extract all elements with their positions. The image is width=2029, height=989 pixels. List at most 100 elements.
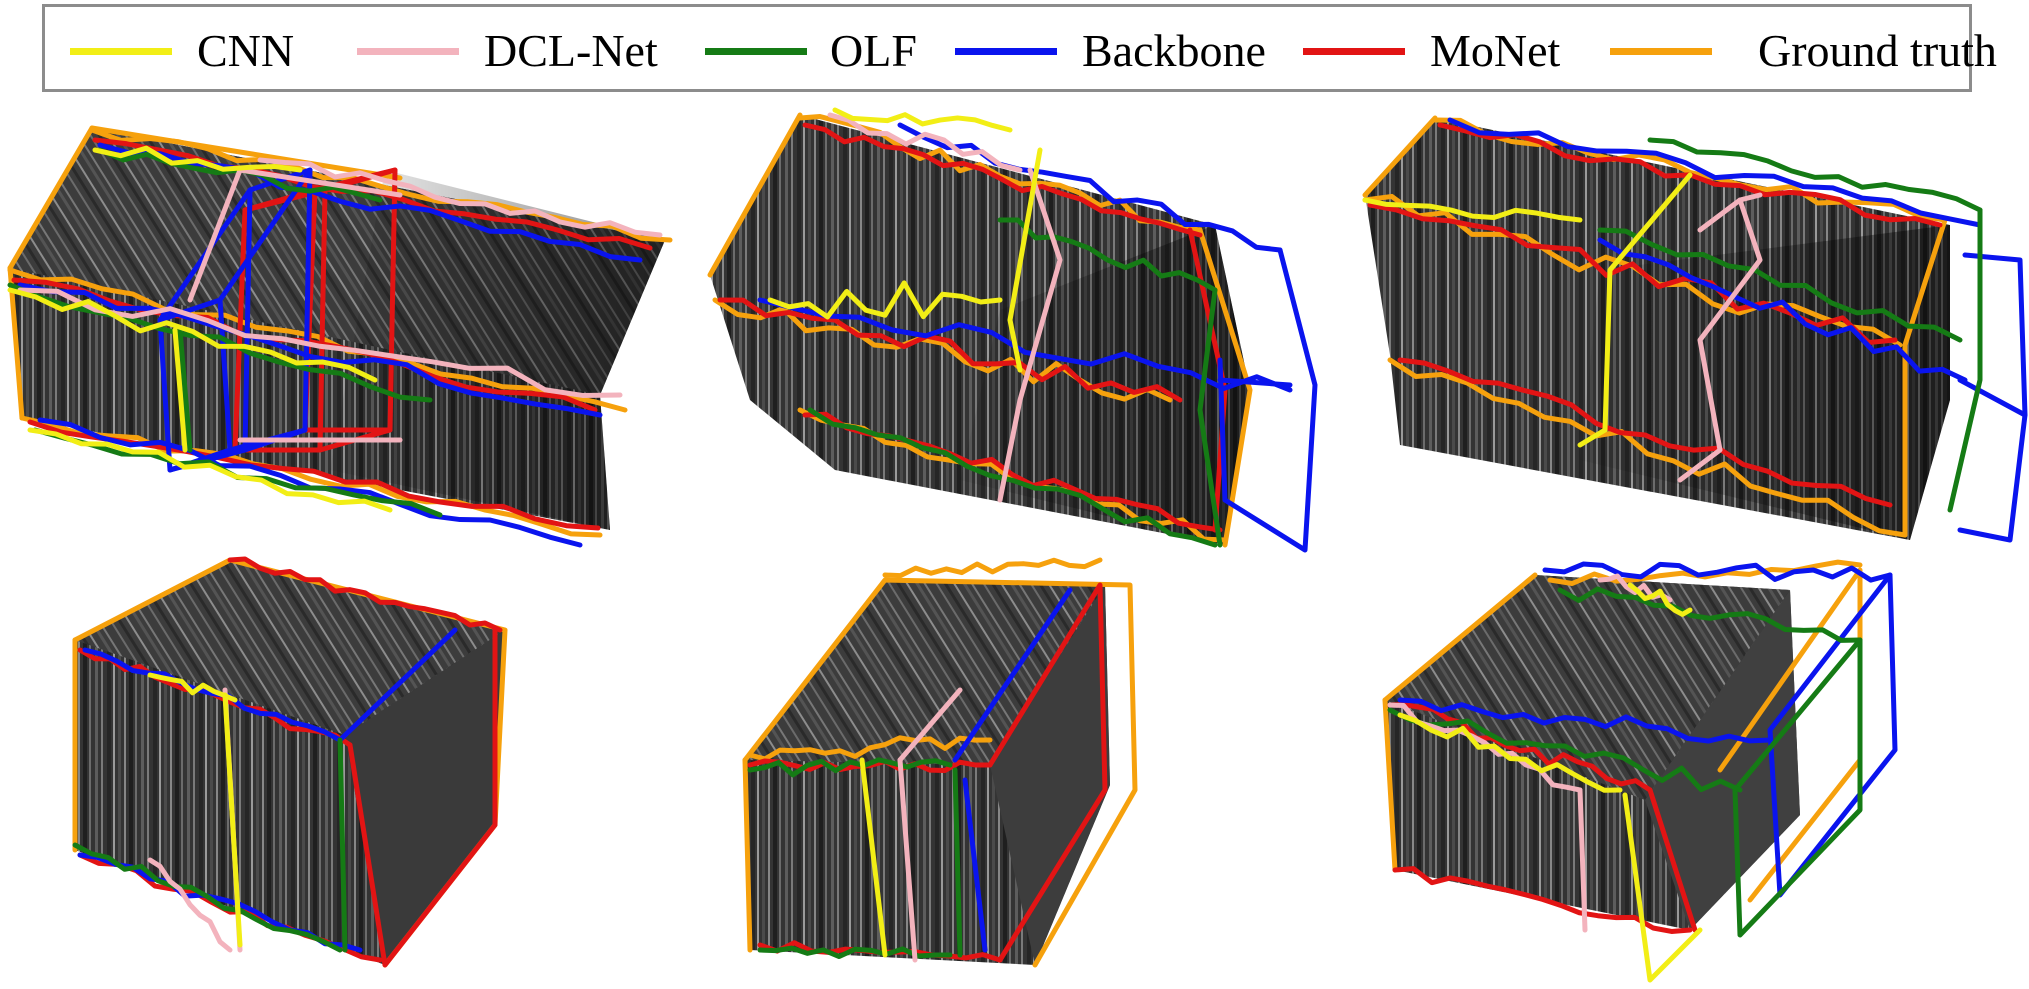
legend-box: CNN DCL-Net OLF Backbone MoNet Ground tr… [42,4,1997,92]
olf-track [1647,137,1983,213]
cnn-track [92,145,303,173]
legend-swatch-dcl-net [357,48,459,55]
cnn-track [1362,197,1583,223]
monet-track [227,556,503,633]
volume-top [1385,575,1790,800]
backbone-edge [962,777,988,953]
reconstruction-top-middle [707,107,1318,553]
dclnet-edge [897,687,963,763]
cnn-edge [1007,147,1043,373]
dclnet-track [827,112,1023,173]
legend-label-cnn: CNN [197,25,295,76]
dclnet-track [257,157,663,238]
gt-edge [1382,697,1398,873]
legend-label-ground-truth: Ground truth [1758,25,1997,76]
gt-edge [1902,217,1948,538]
legend-swatch-backbone [955,48,1057,55]
legend-label-backbone: Backbone [1082,25,1266,76]
dclnet-edge [1737,192,1763,203]
olf-track [1387,707,1743,793]
gt-track [1547,559,1863,587]
monet-edge [987,582,1108,963]
legend-label-monet: MoNet [1430,25,1561,76]
backbone-box-edge [247,167,313,193]
gt-edge [1382,572,1538,703]
olf-track [997,217,1218,293]
cnn-track [1627,582,1693,617]
cnn-track [767,280,1003,320]
dclnet-edge [997,167,1063,503]
backbone-edge [1217,377,1293,388]
gt-edge [1362,115,1438,198]
cnn-track [832,107,1013,133]
olf-track [807,407,1218,548]
gt-track [89,127,673,243]
monet-track [1367,202,1898,345]
olf-track [1557,586,1863,643]
cnn-track [27,427,393,513]
olf-track [1597,227,1963,343]
cnn-edge [222,692,243,948]
backbone-box-edge [157,297,223,323]
backbone-track [1447,117,1983,228]
volume-side [990,585,1110,965]
backbone-edge [337,627,458,743]
backbone-edge [952,587,1073,763]
cnn-edge [1577,172,1693,448]
reconstruction-bottom-left [72,556,508,968]
cnn-edge [172,327,188,453]
dclnet-edge [1577,787,1588,933]
cnn-track [147,672,238,703]
gt-edge [7,125,95,271]
olf-track [72,842,343,953]
legend-swatch-olf [705,48,807,55]
volume-side [1645,590,1800,930]
olf-track [757,945,953,960]
cnn-edge [859,757,888,958]
dclnet-edge [897,757,918,963]
backbone-edge [1957,377,2028,418]
monet-box-edge [242,187,318,213]
gt-track [19,415,603,538]
dclnet-track [1597,573,1673,603]
dclnet-track [17,287,623,398]
reconstruction-top-right [1362,115,2028,543]
dclnet-track [1677,197,1763,483]
olf-edge [1197,287,1223,548]
olf-track [747,757,953,778]
backbone-track [82,647,343,743]
dclnet-track [147,857,233,953]
gt-edge [89,125,403,181]
backbone-track [1597,237,1968,383]
volume-side [345,630,505,965]
legend-swatch-cnn [70,48,172,55]
legend-label-dcl-net: DCL-Net [484,25,658,76]
gt-edge [1197,227,1253,548]
legend-swatch-monet [1303,48,1405,55]
backbone-track [1542,561,1893,583]
gt-track [882,557,1103,579]
monet-track [717,297,1183,403]
reconstruction-bottom-middle [742,557,1138,968]
monet-track [1397,357,1893,508]
cnn-edge [1622,792,1703,983]
gt-edge [742,757,753,953]
gt-track [7,267,628,413]
backbone-box [1217,247,1318,553]
olf-box [1732,637,1863,938]
volume-top [745,580,1105,765]
monet-edge [347,627,498,968]
gt-edge [707,112,803,278]
olf-edge [1947,207,1983,513]
reconstruction-top-left [7,125,673,548]
backbone-track [897,122,1283,253]
volume-shade [330,170,665,530]
olf-edge [952,767,963,958]
monet-track [802,122,1203,238]
monet-edge [1647,787,1698,933]
backbone-track [17,282,603,418]
gt-track [747,735,993,762]
olf-track [7,282,433,403]
legend-swatch-ground-truth [1610,48,1712,55]
